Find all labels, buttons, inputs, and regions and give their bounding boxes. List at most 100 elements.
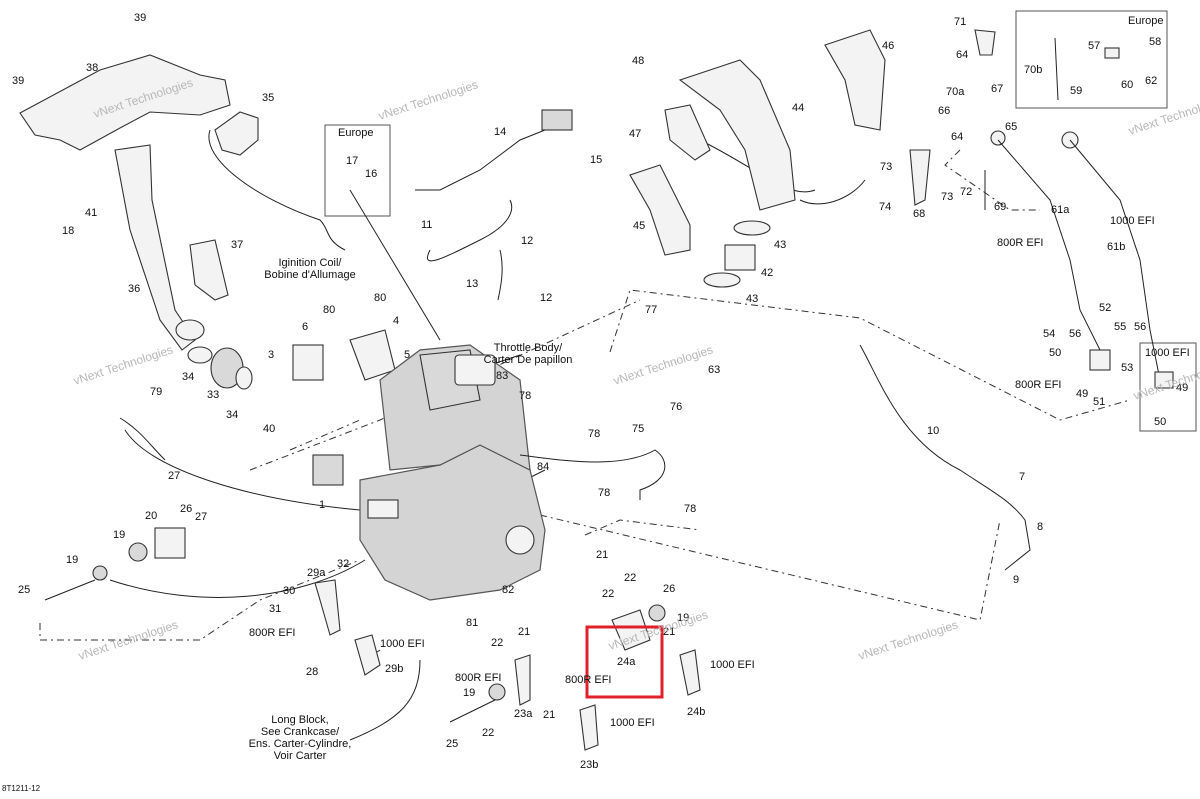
mount-23b — [579, 704, 599, 751]
part-labels: 1345678910111212131415161718191919192021… — [12, 12, 1188, 771]
part-number-22-4: 22 — [482, 727, 494, 739]
part-number-4: 4 — [393, 315, 399, 327]
europe-inset-top-right — [1015, 10, 1168, 109]
bracket-80 — [349, 329, 396, 381]
part-number-8: 8 — [1037, 521, 1043, 533]
switch-14 — [541, 109, 573, 131]
part-number-21-2: 21 — [518, 626, 530, 638]
variant-1000-efi-d: 1000 EFI — [610, 717, 655, 729]
watermark-8: vNext Technologies — [857, 617, 960, 662]
part-number-15: 15 — [590, 154, 602, 166]
watermark-2: vNext Technologies — [377, 77, 480, 122]
highlight-box-24a[interactable] — [585, 625, 664, 699]
part-number-6: 6 — [302, 321, 308, 333]
part-number-30: 30 — [283, 585, 295, 597]
part-number-82: 82 — [502, 584, 514, 596]
part-number-20: 20 — [145, 510, 157, 522]
part-number-39-1: 39 — [134, 12, 146, 24]
part-number-62: 62 — [1145, 75, 1157, 87]
part-number-73-2: 73 — [941, 191, 953, 203]
part-number-28: 28 — [306, 666, 318, 678]
part-number-41: 41 — [85, 207, 97, 219]
part-number-78-2: 78 — [588, 428, 600, 440]
part-number-50-1: 50 — [1049, 347, 1061, 359]
part-number-27-2: 27 — [195, 511, 207, 523]
part-number-84: 84 — [537, 461, 549, 473]
callout-line: Iginition Coil/ — [279, 257, 343, 269]
part-number-21-1: 21 — [596, 549, 608, 561]
part-number-21-4: 21 — [663, 626, 675, 638]
part-number-74: 74 — [879, 201, 891, 213]
mount-24a — [611, 609, 651, 651]
part-number-75: 75 — [632, 423, 644, 435]
cable-10 — [859, 344, 1031, 571]
part-number-78-1: 78 — [519, 390, 531, 402]
part-number-31: 31 — [269, 603, 281, 615]
callout-line: Bobine d'Allumage — [264, 269, 355, 281]
cable-11 — [427, 199, 513, 262]
gear-19-right — [648, 604, 666, 622]
part-number-40: 40 — [263, 423, 275, 435]
part-number-9: 9 — [1013, 574, 1019, 586]
clamp-34-right — [235, 366, 253, 390]
throttle-body — [454, 354, 496, 386]
part-number-12-2: 12 — [540, 292, 552, 304]
cable-14 — [415, 129, 546, 191]
part-number-78-3: 78 — [598, 487, 610, 499]
part-number-69: 69 — [994, 201, 1006, 213]
part-number-26-2: 26 — [663, 583, 675, 595]
bracket-53 — [1089, 349, 1111, 371]
harness-84 — [519, 449, 666, 500]
clamp-43-lower — [703, 272, 741, 288]
heat-shield-38 — [19, 54, 231, 151]
part-number-49-2: 49 — [1176, 382, 1188, 394]
part-number-65: 65 — [1005, 121, 1017, 133]
cable-13 — [497, 249, 503, 301]
callout-line: See Crankcase/ — [261, 726, 340, 738]
part-number-50-2: 50 — [1154, 416, 1166, 428]
part-number-29a: 29a — [307, 567, 326, 579]
part-number-81: 81 — [466, 617, 478, 629]
part-number-64-1: 64 — [956, 49, 968, 61]
pulley-65 — [990, 130, 1006, 146]
part-number-80-1: 80 — [323, 304, 335, 316]
part-number-55: 55 — [1114, 321, 1126, 333]
part-number-36: 36 — [128, 283, 140, 295]
part-number-23a: 23a — [514, 708, 533, 720]
part-number-45: 45 — [633, 220, 645, 232]
part-number-72: 72 — [960, 186, 972, 198]
part-number-19-2: 19 — [66, 554, 78, 566]
europe-inset-left — [324, 124, 391, 217]
callout-line: Throttle Body/ — [494, 342, 563, 354]
variant-800r-efi-e: 800R EFI — [565, 674, 611, 686]
callout-ignition-coil: Iginition Coil/Bobine d'Allumage — [264, 257, 355, 281]
part-number-22-3: 22 — [491, 637, 503, 649]
part-number-68: 68 — [913, 208, 925, 220]
part-number-63: 63 — [708, 364, 720, 376]
part-number-32: 32 — [337, 558, 349, 570]
callout-line: Long Block, — [271, 714, 328, 726]
part-number-27-1: 27 — [168, 470, 180, 482]
hose-79 — [119, 417, 166, 461]
part-number-29b: 29b — [385, 663, 403, 675]
plate-20 — [154, 527, 186, 559]
part-number-38: 38 — [86, 62, 98, 74]
part-number-3: 3 — [268, 349, 274, 361]
part-number-43-2: 43 — [746, 293, 758, 305]
bolt-25-bottom — [449, 699, 496, 723]
part-number-14: 14 — [494, 126, 506, 138]
part-number-54: 54 — [1043, 328, 1055, 340]
part-number-39-2: 39 — [12, 75, 24, 87]
boot-47 — [664, 104, 711, 161]
part-number-23b: 23b — [580, 759, 598, 771]
variant-1000-efi-b: 1000 EFI — [380, 638, 425, 650]
part-number-51: 51 — [1093, 396, 1105, 408]
variant-800r-efi-d: 800R EFI — [455, 672, 501, 684]
coupler-42 — [724, 244, 756, 271]
mount-29b — [354, 634, 381, 676]
part-57 — [1104, 47, 1120, 59]
europe-inset-top-right-title: Europe — [1128, 15, 1163, 27]
part-number-13: 13 — [466, 278, 478, 290]
mount-29a — [314, 579, 341, 636]
